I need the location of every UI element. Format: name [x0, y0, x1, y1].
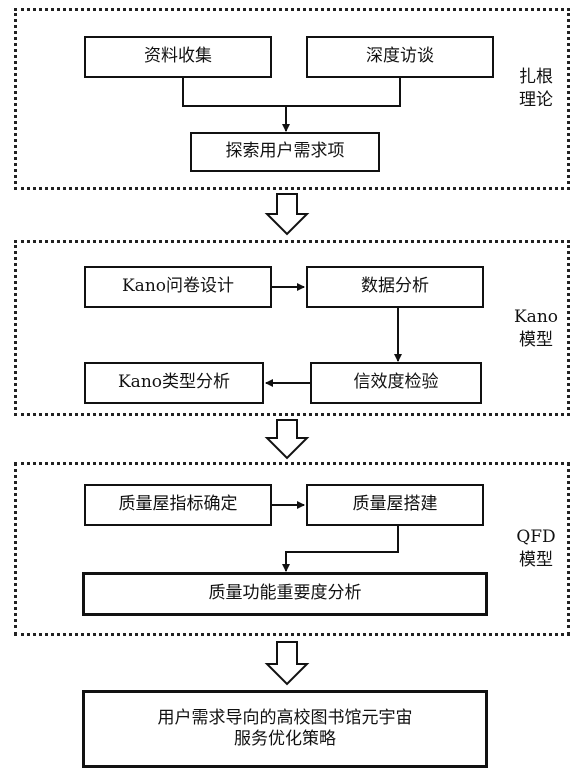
- label-qfd-model: QFD 模型: [516, 527, 556, 570]
- label-kano-model: Kano 模型: [513, 307, 559, 350]
- box-explore-user-needs: 探索用户需求项: [190, 132, 380, 172]
- box-data-collection: 资料收集: [84, 36, 272, 78]
- box-house-of-quality-construction: 质量屋搭建: [306, 484, 484, 526]
- block-arrow-down-3: [264, 641, 310, 686]
- section-grounded-theory: [14, 8, 570, 190]
- box-data-analysis: 数据分析: [306, 266, 484, 308]
- final-strategy-line2: 服务优化策略: [234, 729, 336, 749]
- section-kano-model: [14, 240, 570, 416]
- box-in-depth-interview: 深度访谈: [306, 36, 494, 78]
- label-grounded-theory: 扎根 理论: [519, 67, 553, 110]
- block-arrow-down-1: [264, 193, 310, 236]
- block-arrow-down-2: [264, 419, 310, 460]
- section-qfd-model: [14, 462, 570, 636]
- box-kano-type-analysis: Kano类型分析: [84, 362, 264, 404]
- box-kano-questionnaire-design: Kano问卷设计: [84, 266, 272, 308]
- box-quality-function-importance-analysis: 质量功能重要度分析: [82, 572, 488, 616]
- box-reliability-validity-test: 信效度检验: [310, 362, 482, 404]
- box-house-of-quality-indicators: 质量屋指标确定: [84, 484, 272, 526]
- final-strategy-line1: 用户需求导向的高校图书馆元宇宙: [157, 707, 413, 728]
- box-final-strategy: 用户需求导向的高校图书馆元宇宙 服务优化策略: [82, 690, 488, 768]
